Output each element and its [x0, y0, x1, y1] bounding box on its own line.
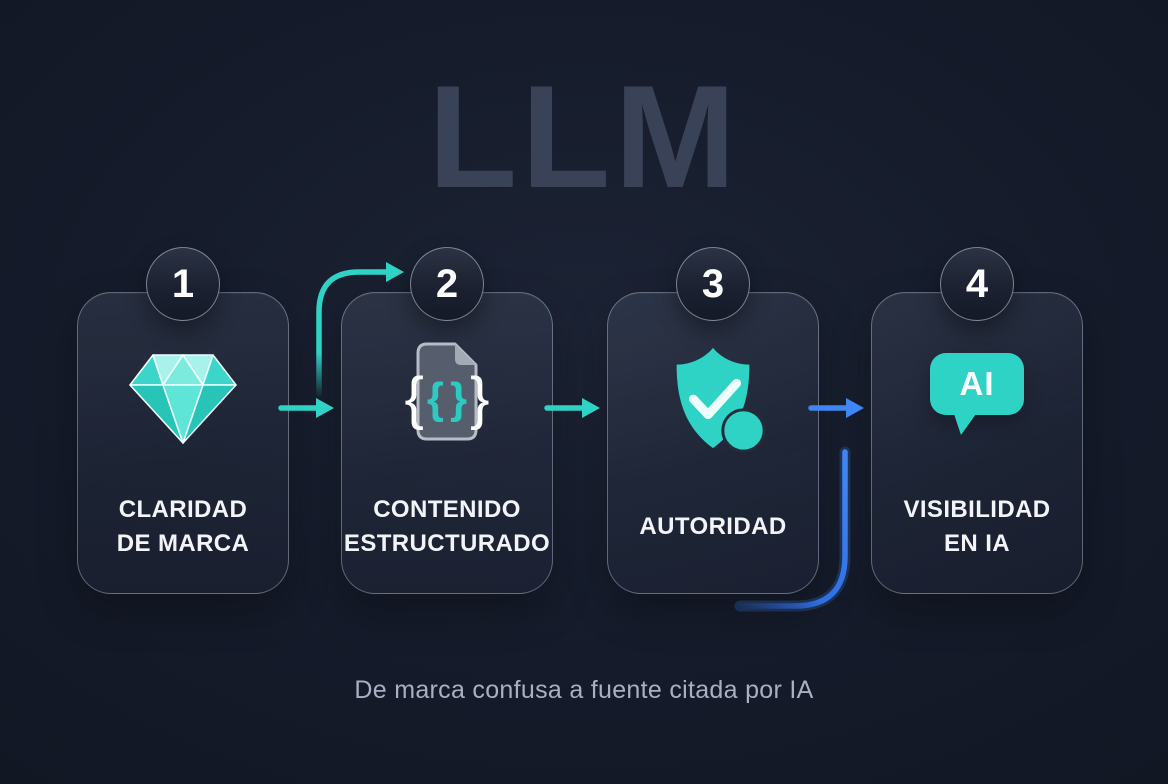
outer-open-brace: {: [404, 366, 424, 432]
step4-label: VISIBILIDAD EN IA: [872, 485, 1082, 569]
structured-document-icon: { { } }: [342, 339, 552, 451]
step3-number-badge: 3: [676, 247, 750, 321]
step4-label-line1: VISIBILIDAD: [903, 495, 1051, 523]
step1-number-badge: 1: [146, 247, 220, 321]
step-card-visibilidad-en-ia: 4 AI VISIBILIDAD EN IA: [871, 247, 1083, 594]
inner-open-brace: {: [426, 374, 444, 424]
step-card-autoridad: 3 AUTORIDAD: [607, 247, 819, 594]
shield-check-icon: [608, 341, 818, 459]
step2-label: CONTENIDO ESTRUCTURADO: [342, 485, 552, 569]
llm-watermark-title: LLM: [428, 55, 740, 218]
step1-number: 1: [171, 261, 195, 306]
step1-label: CLARIDAD DE MARCA: [78, 485, 288, 569]
step3-label-line1: AUTORIDAD: [639, 512, 787, 540]
step3-label: AUTORIDAD: [608, 485, 818, 569]
step-card-claridad-de-marca: 1 CLARIDAD DE MARCA: [77, 247, 289, 594]
step1-label-line2: DE MARCA: [116, 530, 250, 557]
step2-label-line2: ESTRUCTURADO: [343, 530, 551, 557]
ai-bubble-text: AI: [959, 365, 995, 402]
step2-label-line1: CONTENIDO: [373, 495, 521, 523]
step4-number-badge: 4: [940, 247, 1014, 321]
step-card-contenido-estructurado: 2 { { } } CONTENIDO ESTRUCTURADO: [341, 247, 553, 594]
caption-text: De marca confusa a fuente citada por IA: [354, 676, 814, 704]
diamond-icon: [78, 351, 288, 447]
arrow-step2-to-step3-straight: [544, 398, 600, 418]
inner-close-brace: }: [450, 374, 468, 424]
outer-close-brace: }: [470, 366, 490, 432]
step3-number: 3: [701, 261, 725, 306]
step2-number: 2: [435, 261, 459, 306]
step2-number-badge: 2: [410, 247, 484, 321]
code-braces: { { } }: [405, 370, 490, 428]
step4-number: 4: [965, 261, 989, 306]
step4-label-line2: EN IA: [943, 530, 1010, 557]
ai-chat-bubble-icon: AI: [872, 353, 1082, 435]
step1-label-line1: CLARIDAD: [118, 495, 248, 523]
